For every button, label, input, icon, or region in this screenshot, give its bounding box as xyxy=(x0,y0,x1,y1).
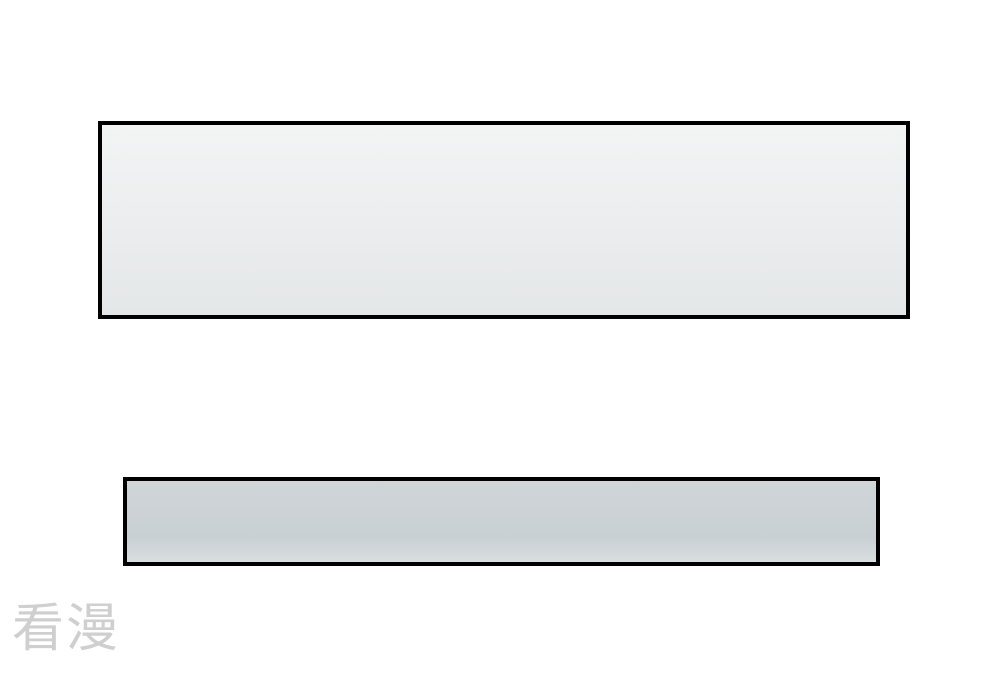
blank-panel-top xyxy=(98,121,910,319)
watermark-logo: 看漫 xyxy=(12,599,121,659)
blank-panel-bottom xyxy=(123,477,880,566)
